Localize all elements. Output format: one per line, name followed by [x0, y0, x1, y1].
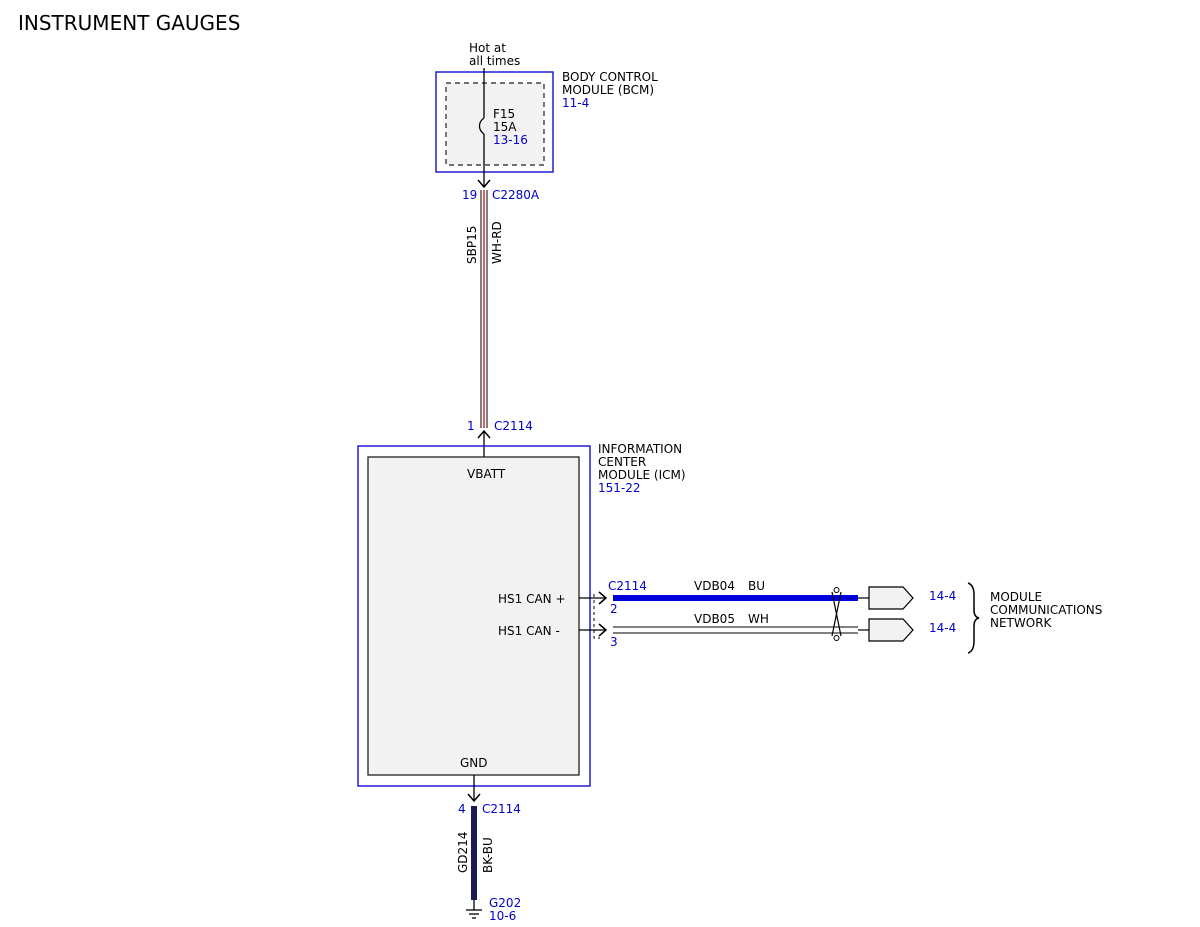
ground-wire-color: BK-BU	[481, 837, 495, 873]
feed-wire-color: WH-RD	[490, 221, 504, 264]
network-line2: COMMUNICATIONS	[990, 603, 1102, 617]
gnd-connector-icon	[467, 793, 481, 803]
can-high-offpage-connector-icon[interactable]	[868, 586, 914, 610]
page-title: INSTRUMENT GAUGES	[18, 11, 240, 35]
gnd-pin: 4	[458, 802, 466, 816]
can-low-offpage-connector-icon[interactable]	[868, 618, 914, 642]
icm-module-box	[367, 456, 580, 776]
feed-wire-circuit: SBP15	[465, 226, 479, 264]
bcm-ref-link[interactable]: 11-4	[562, 96, 589, 110]
icm-vbatt-label: VBATT	[467, 467, 506, 481]
bcm-module-border[interactable]	[435, 71, 554, 173]
gnd-connector[interactable]: C2114	[482, 802, 521, 816]
icm-top-connector[interactable]: C2114	[494, 419, 533, 433]
icm-top-pin: 1	[467, 419, 475, 433]
hot-label-line1: Hot at	[469, 41, 506, 55]
icm-ref-link[interactable]: 151-22	[598, 481, 641, 495]
fuse-ref-link[interactable]: 13-16	[493, 133, 528, 147]
can-low-circuit: VDB05	[694, 612, 735, 626]
can-high-color: BU	[748, 579, 765, 593]
bcm-connector[interactable]: C2280A	[492, 188, 540, 202]
ground-id[interactable]: G202	[489, 896, 521, 910]
can-high-connector-icon	[598, 591, 608, 605]
icm-gnd-label: GND	[460, 756, 488, 770]
twisted-pair-icon	[831, 587, 842, 641]
bcm-pin: 19	[462, 188, 477, 202]
fuse-name: F15	[493, 107, 515, 121]
can-low-connector-icon	[598, 623, 608, 637]
ground-icon	[466, 900, 482, 919]
can-connector-bracket	[593, 594, 600, 639]
icm-can-low-label: HS1 CAN -	[498, 624, 560, 638]
icm-name-line3: MODULE (ICM)	[598, 468, 686, 482]
icm-name-line1: INFORMATION	[598, 442, 682, 456]
can-high-ref-link[interactable]: 14-4	[929, 589, 956, 603]
network-brace-icon	[967, 582, 980, 654]
can-low-color: WH	[748, 612, 769, 626]
icm-can-high-label: HS1 CAN +	[498, 592, 566, 606]
fuse-symbol[interactable]	[478, 117, 485, 135]
hot-label-line2: all times	[469, 54, 520, 68]
bcm-name-line1: BODY CONTROL	[562, 70, 658, 84]
network-line3: NETWORK	[990, 616, 1053, 630]
can-low-ref-link[interactable]: 14-4	[929, 621, 956, 635]
fuse-rating: 15A	[493, 120, 517, 134]
ground-ref-link[interactable]: 10-6	[489, 909, 516, 923]
icm-name-line2: CENTER	[598, 455, 646, 469]
bcm-name-line2: MODULE (BCM)	[562, 83, 654, 97]
can-low-pin: 3	[610, 635, 618, 649]
can-connector[interactable]: C2114	[608, 579, 647, 593]
network-line1: MODULE	[990, 590, 1042, 604]
bcm-fuse-box	[445, 82, 545, 166]
can-high-circuit: VDB04	[694, 579, 735, 593]
bcm-connector-icon	[477, 179, 491, 189]
ground-wire-circuit: GD214	[456, 832, 470, 873]
can-high-pin: 2	[610, 602, 618, 616]
